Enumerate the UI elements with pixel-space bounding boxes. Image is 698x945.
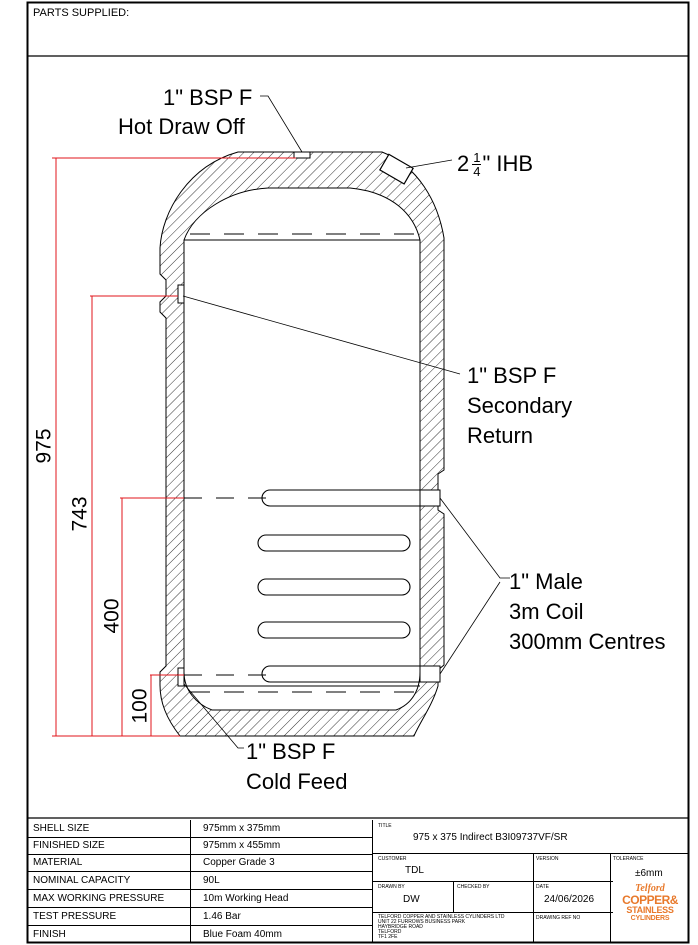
leader-lines <box>182 95 510 749</box>
company-address: TELFORD COPPER AND STAINLESS CYLINDERS L… <box>378 915 505 940</box>
table-row: NOMINAL CAPACITY 90L <box>27 871 373 890</box>
company-logo: Telford COPPER& STAINLESS CYLINDERS <box>619 884 681 940</box>
tb-line <box>373 881 613 882</box>
ihb-suffix: " IHB <box>482 151 534 176</box>
drawing-title: 975 x 375 Indirect B3I09737VF/SR <box>413 832 568 843</box>
title-block: TITLE 975 x 375 Indirect B3I09737VF/SR C… <box>373 820 688 942</box>
tb-line <box>533 853 534 942</box>
dimension-lines <box>52 157 296 737</box>
address-line: TELFORD <box>378 929 402 935</box>
table-row: TEST PRESSURE 1.46 Bar <box>27 907 373 926</box>
spec-value: Copper Grade 3 <box>203 857 275 868</box>
spec-value: 90L <box>203 875 220 886</box>
version-label: VERSION <box>536 856 559 862</box>
address-line: HAYBRIDGE ROAD <box>378 924 423 930</box>
spec-value: Blue Foam 40mm <box>203 929 282 940</box>
table-row: MATERIAL Copper Grade 3 <box>27 854 373 872</box>
spec-value: 1.46 Bar <box>203 911 241 922</box>
coil-centres: 300mm Centres <box>509 629 666 654</box>
ihb-boss <box>379 153 414 185</box>
ihb-prefix: 2 <box>457 151 470 176</box>
spec-table-right-border <box>372 820 373 942</box>
drawing-ref-label: DRAWING REF NO <box>536 915 581 921</box>
dimension-overall: 975 <box>32 428 56 464</box>
hot-draw-off-boss <box>293 151 311 159</box>
coil-connection-size: 1" Male <box>509 569 583 594</box>
dimension-cold-feed: 100 <box>128 688 152 724</box>
drawn-by-label: DRAWN BY <box>378 884 405 890</box>
secondary-return-boss <box>177 284 185 304</box>
hot-draw-off-label: Hot Draw Off <box>118 114 245 139</box>
address-line: TF1 2FE <box>378 934 398 940</box>
checked-by-label: CHECKED BY <box>457 884 490 890</box>
tb-line <box>373 912 613 913</box>
dimension-secondary-return: 743 <box>68 496 92 532</box>
spec-value: 975mm x 455mm <box>203 840 281 851</box>
logo-line-4: CYLINDERS <box>630 915 670 922</box>
date-label: DATE <box>536 884 549 890</box>
address-line: TELFORD COPPER AND STAINLESS CYLINDERS L… <box>378 914 505 920</box>
ihb-fraction: 1 4 <box>472 149 482 179</box>
table-row: MAX WORKING PRESSURE 10m Working Head <box>27 889 373 908</box>
customer-label: CUSTOMER <box>378 856 407 862</box>
parts-supplied-label: PARTS SUPPLIED: <box>33 7 130 19</box>
spec-label: SHELL SIZE <box>33 823 90 834</box>
logo-line-2: COPPER& <box>622 893 678 907</box>
secondary-return-label-2: Return <box>467 423 534 448</box>
spec-label: TEST PRESSURE <box>33 911 117 922</box>
logo-line-3: STAINLESS <box>626 905 674 915</box>
cold-feed-boss <box>177 667 185 687</box>
spec-label: FINISH <box>33 929 66 940</box>
spec-label: MAX WORKING PRESSURE <box>33 893 165 904</box>
secondary-return-size: 1" BSP F <box>467 363 557 388</box>
hot-draw-off-size: 1" BSP F <box>163 85 253 110</box>
spec-value: 10m Working Head <box>203 893 289 904</box>
drawn-by-value: DW <box>403 894 420 905</box>
tolerance-label: TOLERANCE <box>613 856 644 862</box>
tb-line <box>453 881 454 912</box>
title-label: TITLE <box>378 823 392 829</box>
spec-table-column-divider <box>190 820 191 942</box>
table-row: SHELL SIZE 975mm x 375mm <box>27 820 373 838</box>
heating-coil <box>257 489 420 683</box>
cold-feed-size: 1" BSP F <box>246 739 336 764</box>
sheet-border <box>26 1 690 944</box>
coil-flow-connection <box>419 489 441 507</box>
dimension-coil: 400 <box>100 598 124 634</box>
spec-label: MATERIAL <box>33 857 83 868</box>
cold-feed-label: Cold Feed <box>246 769 348 794</box>
spec-label: NOMINAL CAPACITY <box>33 875 131 886</box>
address-line: UNIT 22 FURROWS BUSINESS PARK <box>378 919 466 925</box>
coil-return-connection <box>419 665 441 683</box>
ihb-callout: 2 1 4 " IHB <box>457 146 533 182</box>
tb-line <box>610 853 611 942</box>
table-row: FINISH Blue Foam 40mm <box>27 925 373 942</box>
secondary-return-label: Secondary <box>467 393 573 418</box>
ihb-frac-num: 1 <box>472 149 482 165</box>
spec-value: 975mm x 375mm <box>203 823 281 834</box>
date-value: 24/06/2026 <box>544 894 595 905</box>
coil-length: 3m Coil <box>509 599 584 624</box>
spec-label: FINISHED SIZE <box>33 840 105 851</box>
table-row: FINISHED SIZE 975mm x 455mm <box>27 837 373 855</box>
ihb-frac-den: 4 <box>473 163 481 179</box>
logo-line-1: Telford <box>635 883 665 894</box>
spec-table: SHELL SIZE 975mm x 375mm FINISHED SIZE 9… <box>27 820 373 942</box>
tolerance-value: ±6mm <box>635 868 663 879</box>
customer-value: TDL <box>405 865 424 876</box>
tb-line <box>373 853 688 854</box>
